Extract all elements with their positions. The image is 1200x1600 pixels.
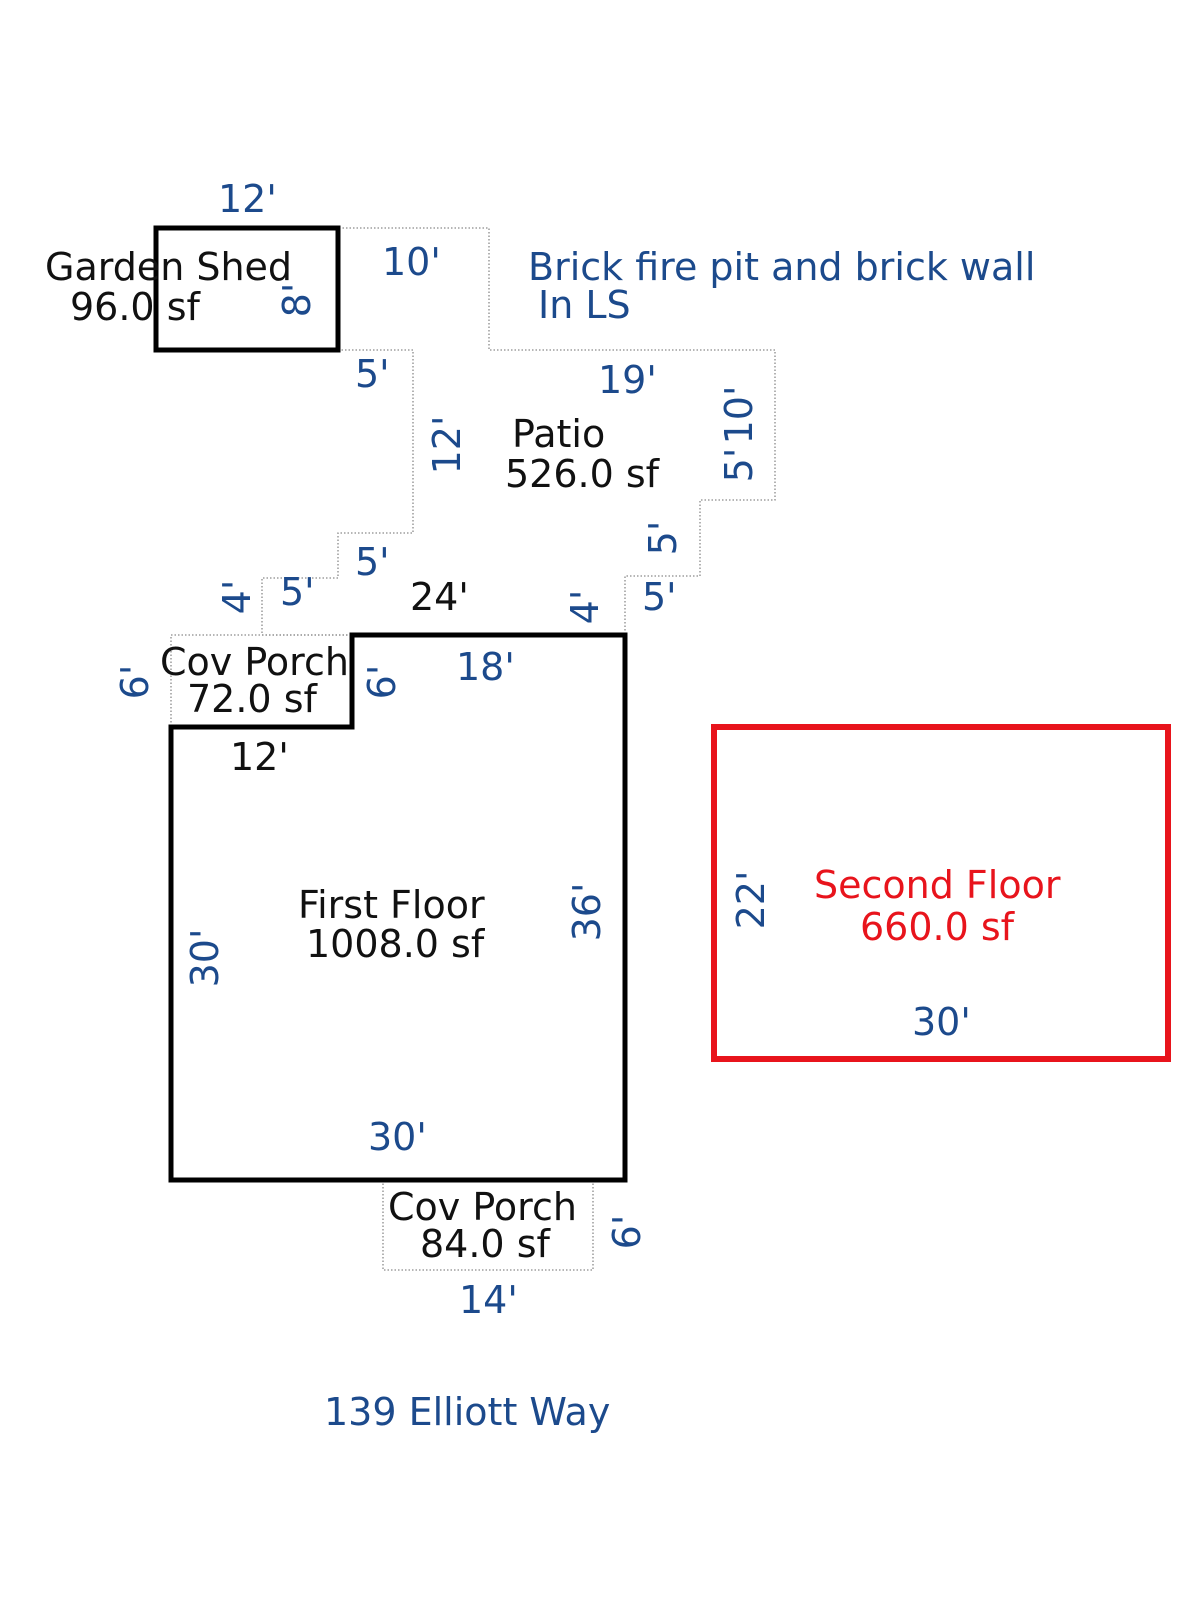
garden-shed-name: Garden Shed xyxy=(45,245,292,289)
dim-patio-5-step-right: 5' xyxy=(641,521,685,556)
first-floor-outline xyxy=(168,632,628,1183)
dim-patio-4-left: 4' xyxy=(215,580,259,615)
dim-patio-5-d: 5' xyxy=(642,575,677,619)
garden-shed-area: 96.0 sf xyxy=(70,285,201,329)
first-floor-name: First Floor xyxy=(298,883,485,927)
second-floor-area: 660.0 sf xyxy=(860,905,1016,949)
dim-patio-5-right: 5' xyxy=(717,448,761,483)
dim-shed-side: 8' xyxy=(275,283,319,318)
first-floor-area: 1008.0 sf xyxy=(306,922,486,966)
cov-porch-bottom-area: 84.0 sf xyxy=(420,1222,551,1266)
note-line-1: Brick fire pit and brick wall xyxy=(528,245,1035,289)
note-line-2: In LS xyxy=(538,283,631,327)
dim-patio-10: 10' xyxy=(382,240,441,284)
dim-ff-6-inner: 6' xyxy=(360,665,404,700)
dim-ff-24: 24' xyxy=(410,575,469,619)
dim-porch2-14: 14' xyxy=(459,1278,518,1322)
dim-patio-4-right: 4' xyxy=(563,590,607,625)
dim-patio-19: 19' xyxy=(598,358,657,402)
cov-porch-bottom-name: Cov Porch xyxy=(388,1185,577,1229)
dim-sf-30: 30' xyxy=(912,1000,971,1044)
dim-ff-30-left: 30' xyxy=(183,929,227,988)
patio-name: Patio xyxy=(512,412,605,456)
dim-patio-10-right: 10' xyxy=(717,386,761,445)
dim-ff-30-bottom: 30' xyxy=(368,1115,427,1159)
dim-porch1-6: 6' xyxy=(113,665,157,700)
second-floor-outline xyxy=(711,724,1171,1062)
cov-porch-left-name: Cov Porch xyxy=(160,640,349,684)
dim-patio-5-c: 5' xyxy=(280,570,315,614)
dim-patio-5-b: 5' xyxy=(355,540,390,584)
dim-shed-top: 12' xyxy=(218,177,277,221)
dim-patio-5-a: 5' xyxy=(355,352,390,396)
address-label: 139 Elliott Way xyxy=(324,1390,610,1434)
garden-shed-outline xyxy=(153,225,341,353)
dim-patio-12: 12' xyxy=(425,416,469,475)
dim-porch2-6: 6' xyxy=(605,1215,649,1250)
patio-area: 526.0 sf xyxy=(505,452,661,496)
dim-sf-22: 22' xyxy=(729,871,773,930)
cov-porch-left-area: 72.0 sf xyxy=(187,677,318,721)
second-floor-name: Second Floor xyxy=(814,863,1061,907)
dim-ff-18: 18' xyxy=(456,645,515,689)
dim-ff-12: 12' xyxy=(230,735,289,779)
dim-ff-36: 36' xyxy=(565,883,609,942)
